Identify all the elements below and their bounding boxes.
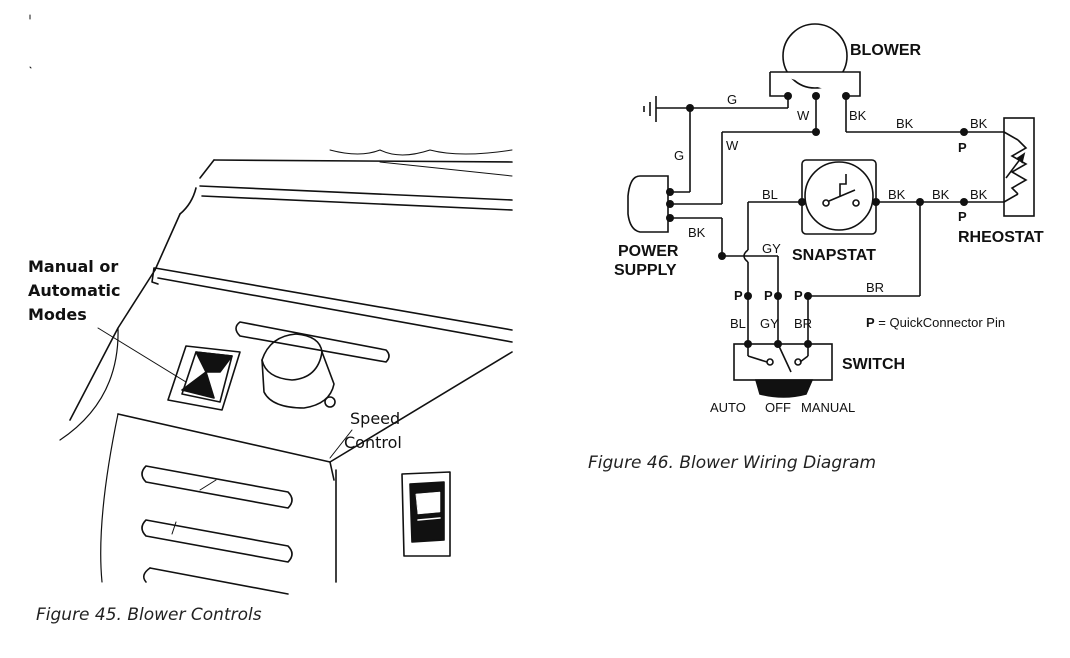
rheostat-label: RHEOSTAT: [958, 229, 1044, 246]
wire-label: BK: [896, 116, 914, 131]
wire-label: BL: [730, 316, 746, 331]
wire-label: BK: [970, 187, 988, 202]
pin-legend: P = QuickConnector Pin: [866, 315, 1005, 330]
wire-label: G: [727, 92, 737, 107]
figure-46-caption: Figure 46. Blower Wiring Diagram: [588, 453, 877, 473]
pin-marker: P: [794, 288, 803, 303]
switch-position-label: OFF: [765, 400, 791, 415]
wire-label: BK: [932, 187, 950, 202]
wire-label: BR: [866, 280, 884, 295]
speed-callout-line: Speed: [350, 409, 401, 428]
modes-callout: Manual or Automatic Modes: [28, 255, 121, 327]
pin-legend-text: = QuickConnector Pin: [875, 315, 1005, 330]
wire-label: BK: [970, 116, 988, 131]
wire-label: BR: [794, 316, 812, 331]
modes-callout-line: Automatic: [28, 281, 121, 300]
wire-label: GY: [760, 316, 779, 331]
switch-position-label: AUTO: [710, 400, 746, 415]
power-supply-label: SUPPLY: [614, 262, 677, 279]
wire-label: BK: [688, 225, 706, 240]
modes-callout-line: Manual or: [28, 257, 119, 276]
wire-label: BL: [762, 187, 778, 202]
blower-label: BLOWER: [850, 42, 922, 59]
wire-label: W: [797, 108, 810, 123]
figure-45-caption: Figure 45. Blower Controls: [36, 605, 262, 625]
pin-marker: P: [764, 288, 773, 303]
speed-callout-line: Control: [344, 433, 402, 452]
snapstat-label: SNAPSTAT: [792, 247, 876, 264]
pin-marker: P: [958, 140, 967, 155]
wire-label: G: [674, 148, 684, 163]
speed-control-callout: Speed Control: [344, 407, 402, 455]
switch-position-label: MANUAL: [801, 400, 855, 415]
pin-marker: P: [958, 209, 967, 224]
wire-label: BK: [888, 187, 906, 202]
wire-label: W: [726, 138, 739, 153]
switch-label: SWITCH: [842, 356, 905, 373]
wire-label: GY: [762, 241, 781, 256]
wire-junctions: [666, 92, 968, 348]
wire-label: BK: [849, 108, 867, 123]
pin-legend-key: P: [866, 315, 875, 330]
modes-callout-line: Modes: [28, 305, 87, 324]
power-supply-label: POWER: [618, 243, 679, 260]
pin-marker: P: [734, 288, 743, 303]
